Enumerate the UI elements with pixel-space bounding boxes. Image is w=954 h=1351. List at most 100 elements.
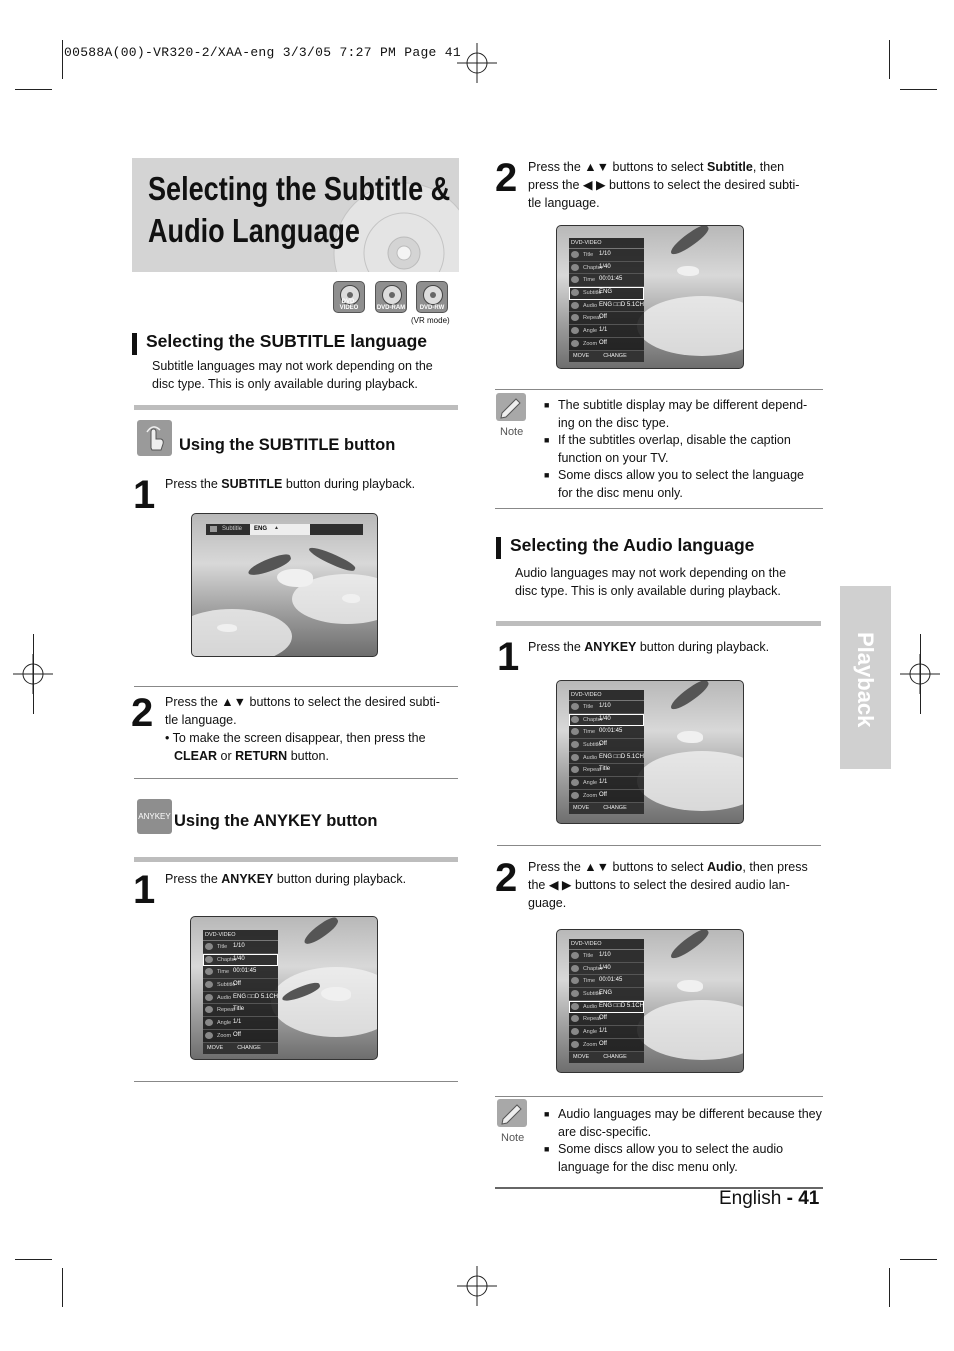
osd-row-icon — [571, 952, 579, 959]
osd-change-label: CHANGE — [603, 352, 627, 359]
osd-row-label: Repeat — [583, 767, 601, 774]
step-number: 1 — [497, 635, 520, 679]
disc-watermark-icon — [333, 182, 459, 272]
osd-row-label: Chapter — [583, 264, 603, 271]
osd-row-icon — [571, 779, 579, 787]
osd-change-label: CHANGE — [603, 1053, 627, 1060]
title-line-2: Audio Language — [148, 212, 360, 249]
crop-mark — [889, 40, 890, 79]
note-item: Some discs allow you to select the audio… — [544, 1141, 822, 1176]
dvd-rw-disc-icon: DVD-RW — [416, 281, 448, 313]
osd-row-value: 1/1 — [599, 1028, 608, 1035]
subtitle-button-heading: Using the SUBTITLE button — [179, 436, 396, 454]
anykey-icon: ANYKEY — [137, 799, 172, 834]
osd-row-value: 00:01:45 — [599, 728, 623, 735]
divider — [495, 1096, 823, 1097]
osd-row-icon — [571, 990, 579, 998]
osd-row-icon — [571, 753, 579, 761]
crop-mark — [62, 1268, 63, 1307]
crop-mark — [900, 89, 937, 90]
osd-row-icon — [571, 964, 579, 972]
registration-mark-icon — [457, 1266, 497, 1306]
divider — [134, 686, 458, 687]
osd-row-icon — [571, 766, 579, 774]
osd-change-label: CHANGE — [237, 1044, 261, 1051]
osd-header: DVD-VIDEO — [569, 939, 644, 950]
subtitle-osd-bar: Subtitle ENG ▲ — [206, 524, 363, 535]
page-footer: English - 41 — [719, 1188, 819, 1210]
osd-row-icon — [571, 327, 579, 335]
osd-row-label: Angle — [583, 328, 598, 335]
osd-row-label: Subtitle — [583, 742, 602, 749]
osd-move-label: MOVE — [207, 1044, 224, 1051]
osd-row-value: 1/1 — [599, 779, 608, 786]
subtitle-screen-image: Subtitle ENG ▲ — [191, 513, 378, 657]
audio-step2-text: Press the ▲▼ buttons to select Audio, th… — [528, 860, 808, 910]
divider — [134, 1081, 458, 1082]
osd-row-label: Repeat — [583, 1016, 601, 1023]
osd-row-label: Audio — [583, 302, 598, 309]
osd-header: DVD-VIDEO — [569, 238, 644, 249]
osd-row-icon — [571, 289, 579, 297]
osd-move-label: MOVE — [573, 804, 590, 811]
dvd-ram-disc-icon: DVD-RAM — [375, 281, 407, 313]
osd-row-label: Repeat — [583, 315, 601, 322]
step-number: 2 — [495, 856, 518, 900]
osd-row-label: Title — [583, 252, 594, 258]
osd-row-value: ENG — [599, 289, 613, 296]
note-pencil-icon — [496, 393, 526, 421]
note-item: The subtitle display may be different de… — [544, 397, 822, 432]
crop-mark — [15, 89, 52, 90]
osd-row-value: 1/10 — [599, 952, 611, 958]
osd-row-icon — [571, 741, 579, 749]
hand-button-icon — [137, 420, 172, 456]
osd-row-value: Off — [233, 1031, 241, 1038]
osd-row-icon — [205, 1006, 213, 1014]
note-label: Note — [501, 1132, 525, 1144]
osd-row-icon — [571, 251, 579, 258]
step-number: 1 — [133, 473, 156, 517]
osd-row-value: 1/40 — [599, 263, 611, 270]
osd-row-label: Angle — [583, 1029, 598, 1036]
osd-row-icon — [205, 1019, 213, 1027]
osd-row-icon — [571, 728, 579, 736]
title-band: Selecting the Subtitle & Audio Language — [132, 158, 459, 272]
osd-row-icon — [205, 993, 213, 1001]
osd-row-value: ENG — [599, 990, 613, 997]
osd-move-label: MOVE — [573, 1053, 590, 1060]
note-label: Note — [500, 426, 524, 438]
osd-row-label: Zoom — [217, 1032, 232, 1039]
page-title: Selecting the Subtitle & Audio Language — [148, 168, 450, 252]
osd-row-icon — [571, 1002, 579, 1010]
osd-row-label: Chapter — [583, 965, 603, 972]
osd-row-icon — [205, 943, 213, 950]
osd-row-value: 1/10 — [233, 943, 245, 949]
osd-footer: MOVE CHANGE — [203, 1042, 278, 1054]
osd-row-label: Chapter — [583, 716, 603, 723]
subtitle-step2-text: Press the ▲▼ buttons to select the desir… — [165, 695, 440, 763]
osd-move-label: MOVE — [573, 352, 590, 359]
osd-row-label: Zoom — [583, 340, 598, 347]
crop-mark — [900, 1259, 937, 1260]
crop-mark — [15, 1259, 52, 1260]
osd-row-value: 1/1 — [233, 1019, 242, 1026]
osd-row-icon — [205, 981, 213, 989]
audio-step1-text: Press the ANYKEY button during playback. — [528, 640, 770, 654]
note2-list: Audio languages may be different because… — [544, 1106, 822, 1176]
